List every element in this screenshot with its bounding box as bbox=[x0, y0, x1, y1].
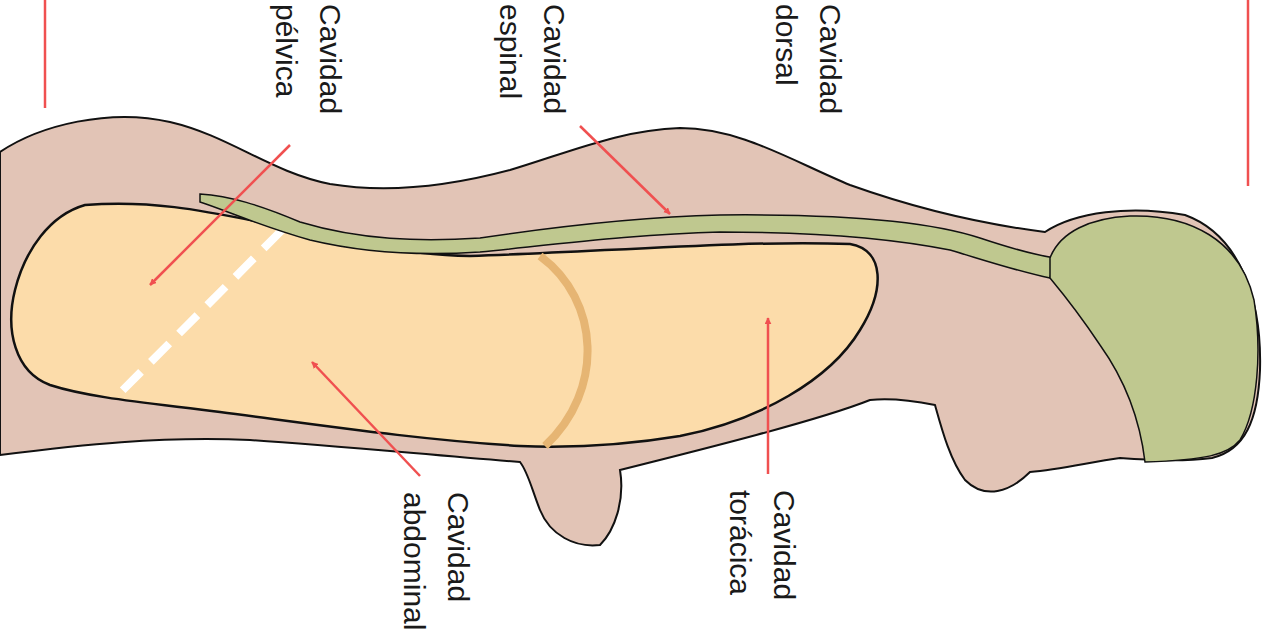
dorsal-bracket bbox=[45, 0, 1248, 186]
diaphragm bbox=[540, 256, 588, 446]
spinal-canal bbox=[200, 194, 1055, 278]
pelvic-boundary bbox=[118, 230, 282, 395]
cranial-cavity bbox=[1050, 216, 1258, 462]
cavity-label: Cavidad pélvica bbox=[264, 4, 352, 114]
cavity-label: Cavidad abdominal bbox=[392, 492, 480, 630]
body-silhouette bbox=[0, 117, 1260, 545]
cavity-label: Cavidad torácica bbox=[718, 490, 806, 600]
cavity-label: Cavidad espinal bbox=[488, 4, 576, 114]
leader-arrows bbox=[150, 126, 768, 476]
cavity-label: Cavidad dorsal bbox=[764, 4, 852, 114]
